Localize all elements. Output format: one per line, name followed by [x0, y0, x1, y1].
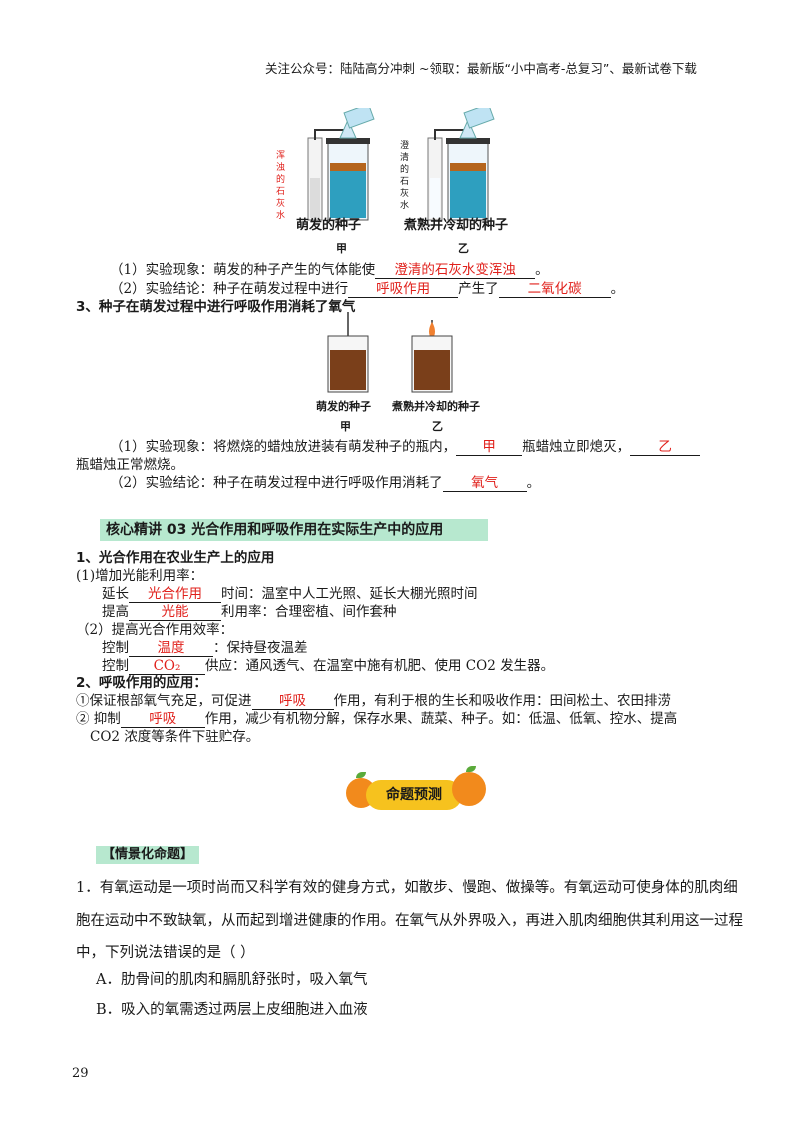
text: （1）实验现象：将燃烧的蜡烛放进装有萌发种子的瓶内，: [110, 439, 457, 455]
caption-fig1-right: 煮熟并冷却的种子: [404, 218, 509, 233]
text: （1）实验现象：萌发的种子产生的气体能使: [110, 262, 376, 278]
seeds-left: [330, 350, 366, 390]
apparatus-left: [307, 108, 375, 221]
text: 控制: [102, 640, 129, 656]
text: 时间：温室中人工光照、延长大棚光照时间: [221, 586, 478, 602]
text: 。: [610, 281, 625, 297]
question-line-1: 1．有氧运动是一项时尚而又科学有效的健身方式，如散步、慢跑、做操等。有氧运动可使…: [76, 880, 738, 896]
text: 延长: [102, 586, 129, 602]
answer-blank: 二氧化碳: [498, 281, 611, 298]
text: 供应：通风透气、在温室中施有机肥、使用 CO2 发生器。: [205, 658, 555, 674]
text: 控制: [102, 658, 129, 674]
figure-lime-water-experiment: [307, 108, 495, 221]
s2-line3: CO2 浓度等条件下驻贮存。: [90, 729, 260, 745]
s1-line3: 控制温度：保持昼夜温差: [102, 639, 308, 657]
text: （2）实验结论：种子在萌发过程中进行: [110, 281, 349, 297]
caption-fig2-right: 煮熟并冷却的种子: [392, 400, 480, 413]
option-b: B．吸入的氧需透过两层上皮细胞进入血液: [96, 1002, 368, 1018]
s1-line1: 延长光合作用时间：温室中人工光照、延长大棚光照时间: [102, 585, 478, 603]
caption-fig1-left: 萌发的种子: [296, 218, 362, 233]
clear-limewater: [430, 178, 440, 218]
answer-blank: 乙: [630, 439, 701, 456]
sub-fig2-right: 乙: [432, 420, 443, 433]
jar-left: [327, 312, 369, 393]
scenario-tag: 【情景化命题】: [96, 846, 200, 864]
text: ①保证根部氧气充足，可促进: [76, 693, 252, 709]
apparatus-right: [427, 108, 495, 221]
seeds-water-right: [450, 163, 486, 218]
jar-right: [411, 320, 453, 393]
figure-candle-experiment: [327, 312, 453, 393]
exp2-phenomenon: （1）实验现象：将燃烧的蜡烛放进装有萌发种子的瓶内，甲瓶蜡烛立即熄灭，乙: [110, 438, 701, 456]
question-line-3: 中，下列说法错误的是（ ）: [76, 945, 255, 961]
text: 。: [526, 475, 541, 491]
section-title: 核心精讲 03 光合作用和呼吸作用在实际生产中的应用: [100, 519, 488, 541]
option-a: A．肋骨间的肌肉和膈肌舒张时，吸入氧气: [96, 972, 368, 988]
leaf-icon: [466, 766, 476, 772]
answer-blank: 甲: [456, 439, 523, 456]
label-turbid-limewater: 浑浊的石灰水: [276, 151, 286, 221]
text: 作用，减少有机物分解，保存水果、蔬菜、种子。如：低温、低氧、控水、提高: [204, 711, 678, 727]
s2-line1: ①保证根部氧气充足，可促进呼吸作用，有利于根的生长和吸收作用：田间松土、农田排涝: [76, 692, 671, 710]
leaf-icon: [356, 772, 366, 778]
exp1-conclusion: （2）实验结论：种子在萌发过程中进行呼吸作用产生了二氧化碳。: [110, 280, 624, 298]
text: 产生了: [458, 281, 499, 297]
exp1-phenomenon: （1）实验现象：萌发的种子产生的气体能使澄清的石灰水变浑浊。: [110, 261, 549, 279]
answer-blank: CO₂: [129, 658, 205, 675]
text: 作用，有利于根的生长和吸收作用：田间松土、农田排涝: [333, 693, 672, 709]
beaker-left: [343, 108, 375, 129]
answer-blank: 呼吸: [251, 693, 334, 710]
s1-heading: 1、光合作用在农业生产上的应用: [76, 550, 275, 566]
answer-blank: 光能: [129, 604, 221, 621]
page-number: 29: [72, 1066, 89, 1081]
heading-3: 3、种子在萌发过程中进行呼吸作用消耗了氧气: [76, 299, 356, 315]
beaker-right: [463, 108, 495, 129]
answer-blank: 呼吸: [120, 711, 205, 728]
orange-icon: [452, 772, 486, 806]
s1-sub1: (1)增加光能利用率：: [76, 568, 204, 584]
text: ② 抑制: [76, 711, 121, 727]
text: （2）实验结论：种子在萌发过程中进行呼吸作用消耗了: [110, 475, 443, 491]
caption-fig2-left: 萌发的种子: [316, 400, 371, 413]
text: 利用率：合理密植、间作套种: [221, 604, 397, 620]
seeds-water-left: [330, 163, 366, 218]
s2-line2: ② 抑制呼吸作用，减少有机物分解，保存水果、蔬菜、种子。如：低温、低氧、控水、提…: [76, 710, 677, 728]
answer-blank: 光合作用: [129, 586, 221, 603]
exp2-phenomenon-cont: 瓶蜡烛正常燃烧。: [76, 457, 184, 473]
answer-blank: 温度: [129, 640, 213, 657]
seeds-right: [414, 350, 450, 390]
question-line-2: 胞在运动中不致缺氧，从而起到增进健康的作用。在氧气从外界吸入，再进入肌肉细胞供其…: [76, 913, 743, 929]
text: 提高: [102, 604, 129, 620]
sub-fig2-left: 甲: [340, 420, 351, 433]
sub-fig1-right: 乙: [458, 242, 469, 255]
turbid-limewater: [310, 178, 320, 218]
s1-line2: 提高光能利用率：合理密植、间作套种: [102, 603, 397, 621]
prediction-badge: 命题预测: [366, 780, 462, 810]
sub-fig1-left: 甲: [336, 242, 347, 255]
text: 瓶蜡烛立即熄灭，: [522, 439, 631, 455]
label-clear-limewater: 澄清的石灰水: [400, 141, 410, 211]
answer-blank: 呼吸作用: [348, 281, 459, 298]
answer-blank: 氧气: [442, 475, 527, 492]
exp2-conclusion: （2）实验结论：种子在萌发过程中进行呼吸作用消耗了氧气。: [110, 474, 540, 492]
s2-heading: 2、呼吸作用的应用：: [76, 675, 207, 691]
s1-sub2: （2）提高光合作用效率：: [76, 622, 234, 638]
text: ：保持昼夜温差: [213, 640, 308, 656]
text: 。: [535, 262, 549, 278]
answer-blank: 澄清的石灰水变浑浊: [375, 262, 536, 279]
page-header: 关注公众号：陆陆高分冲刺 ~领取：最新版“小中高考-总复习”、最新试卷下载: [265, 61, 697, 76]
